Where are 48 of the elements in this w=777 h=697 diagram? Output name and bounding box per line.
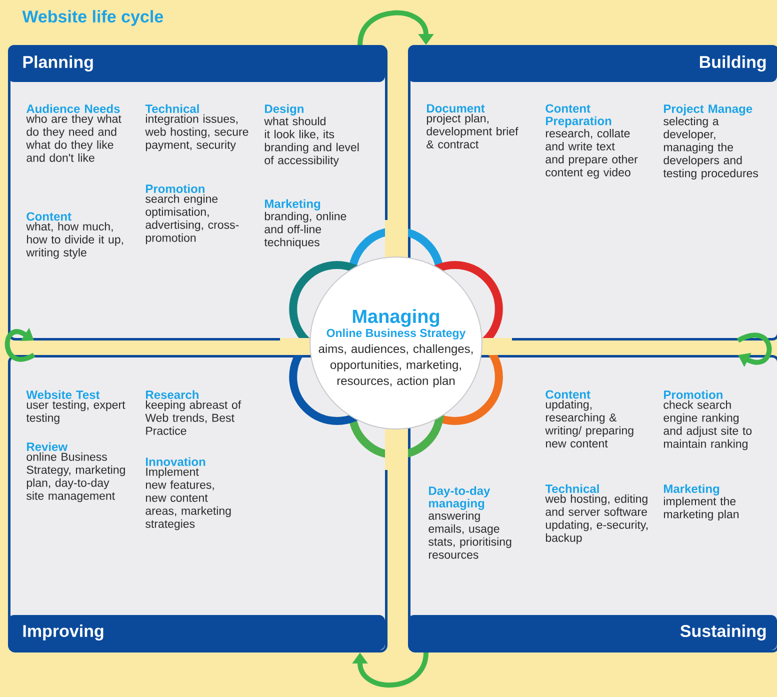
item-heading: Content [26,212,72,221]
cycle-arrow [352,652,428,688]
item-text: project plan, development brief & contract [426,114,518,148]
item-text: what, how much, how to divide it up, writing style [26,222,123,259]
item-text: user testing, expert testing [26,400,126,424]
item-heading: Innovation [146,457,206,466]
item-heading: Content [546,390,590,399]
circle-text: aims, audiences, challenges, opportunities, marketing, resources, action plan [318,344,473,388]
item-heading: Marketing [265,199,320,210]
item-text: web hosting, editing and server software updating, e-security, backup [545,494,648,544]
item-text: answering emails, usage stats, prioritising resources [428,511,512,559]
item-text: integration issues, web hosting, secure payment, security [145,114,248,152]
item-text: updating, researching & writing/ preparing new content [545,400,634,448]
item-heading: Marketing [664,484,720,496]
item-text: what should it look like, its branding and level of accessibility [264,116,359,167]
circle-title: Managing [352,309,440,327]
item-text: online Business Strategy, marketing plan, day-to-day site management [26,452,125,502]
title: Website life cycle [22,10,164,26]
cycle-arrow [358,10,434,46]
item-heading: Day-to-day managing [429,486,490,510]
item-text: who are they what do they need and what do they like and don't like [26,114,122,162]
item-text: branding, online and off-line techniques [264,212,346,249]
heading-band: Sustaining [408,615,777,650]
item-heading: Technical [545,484,599,493]
item-heading: Website Test [26,390,100,399]
item-heading: Review [27,442,68,452]
item-heading: Research [146,390,198,399]
item-heading: Document [427,104,485,113]
item-heading: Audience Needs [26,104,120,113]
cycle-arrow [4,328,36,362]
heading-band: Planning [8,45,385,82]
item-text: research, collate and write text and prepare other content eg video [546,128,638,179]
item-heading: Promotion [146,184,204,193]
item-text: implement the marketing plan [664,496,738,521]
item-text: check search engine ranking and adjust site to maintain ranking [664,400,752,450]
item-heading: Technical [145,104,199,113]
item-text: keeping abreast of Web trends, Best Practice [145,400,242,435]
heading-band: Improving [8,615,385,650]
item-text: selecting a developer, managing the developers and testing procedures [663,116,758,180]
item-text: search engine optimisation, advertising, cross-promotion [146,194,239,244]
circle-subtitle: Online Business Strategy [326,328,466,340]
item-heading: Content Preparation [546,104,612,128]
item-heading: Promotion [664,390,722,399]
item-heading: Project Manage [664,104,752,116]
item-heading: Design [265,104,304,116]
cycle-arrow [737,332,772,367]
item-text: Implement new features, new content areas, marketing strategies [146,467,231,530]
heading-band: Building [408,45,777,82]
